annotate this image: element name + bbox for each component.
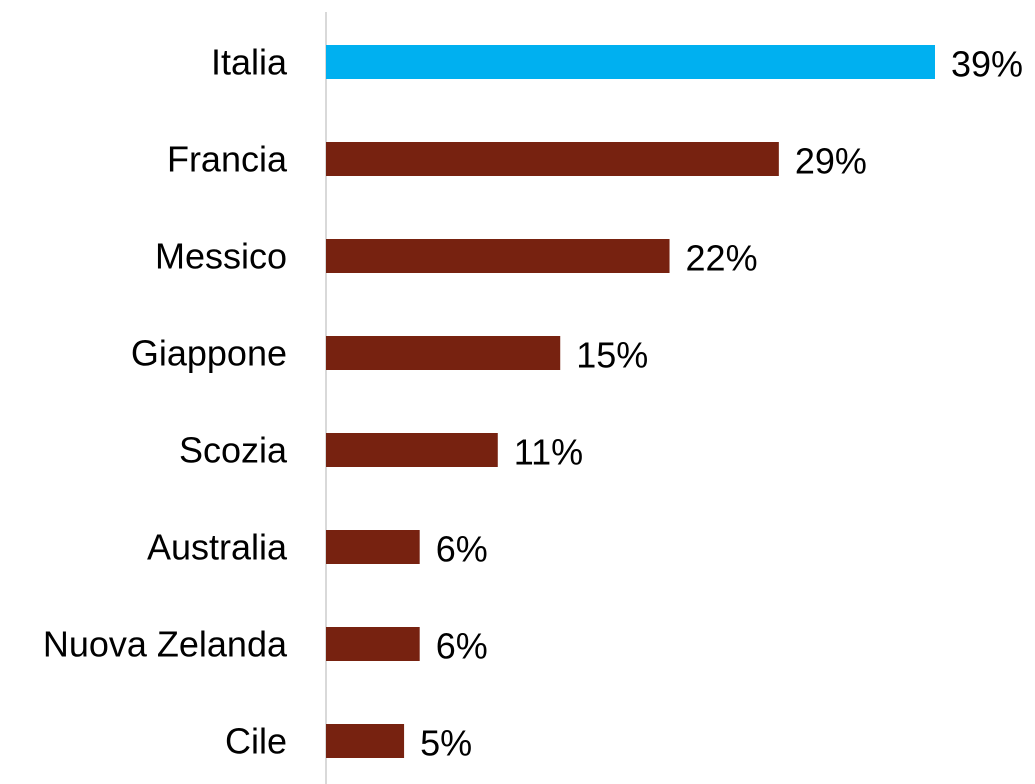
value-label-nuova-zelanda: 6% bbox=[436, 626, 488, 667]
bar-nuova-zelanda bbox=[326, 627, 420, 661]
category-labels-group: ItaliaFranciaMessicoGiapponeScoziaAustra… bbox=[43, 42, 288, 762]
category-label-messico: Messico bbox=[155, 236, 287, 277]
category-label-australia: Australia bbox=[147, 527, 288, 568]
value-label-australia: 6% bbox=[436, 529, 488, 570]
bar-italia bbox=[326, 45, 935, 79]
value-label-giappone: 15% bbox=[576, 335, 648, 376]
bar-messico bbox=[326, 239, 670, 273]
value-label-cile: 5% bbox=[420, 723, 472, 764]
bars-group bbox=[326, 45, 935, 758]
bar-francia bbox=[326, 142, 779, 176]
value-label-francia: 29% bbox=[795, 141, 867, 182]
value-label-italia: 39% bbox=[951, 44, 1023, 85]
bar-cile bbox=[326, 724, 405, 758]
bar-australia bbox=[326, 530, 420, 564]
category-label-giappone: Giappone bbox=[131, 333, 287, 374]
category-label-cile: Cile bbox=[225, 721, 287, 762]
category-label-scozia: Scozia bbox=[179, 430, 288, 471]
value-labels-group: 39% 29% 22% 15% 11% 6% 6% 5% bbox=[420, 44, 1023, 764]
category-label-nuova-zelanda: Nuova Zelanda bbox=[43, 624, 288, 665]
bar-scozia bbox=[326, 433, 498, 467]
value-label-messico: 22% bbox=[686, 238, 758, 279]
category-label-italia: Italia bbox=[211, 42, 288, 83]
bar-giappone bbox=[326, 336, 561, 370]
value-label-scozia: 11% bbox=[514, 432, 583, 473]
category-label-francia: Francia bbox=[167, 139, 288, 180]
